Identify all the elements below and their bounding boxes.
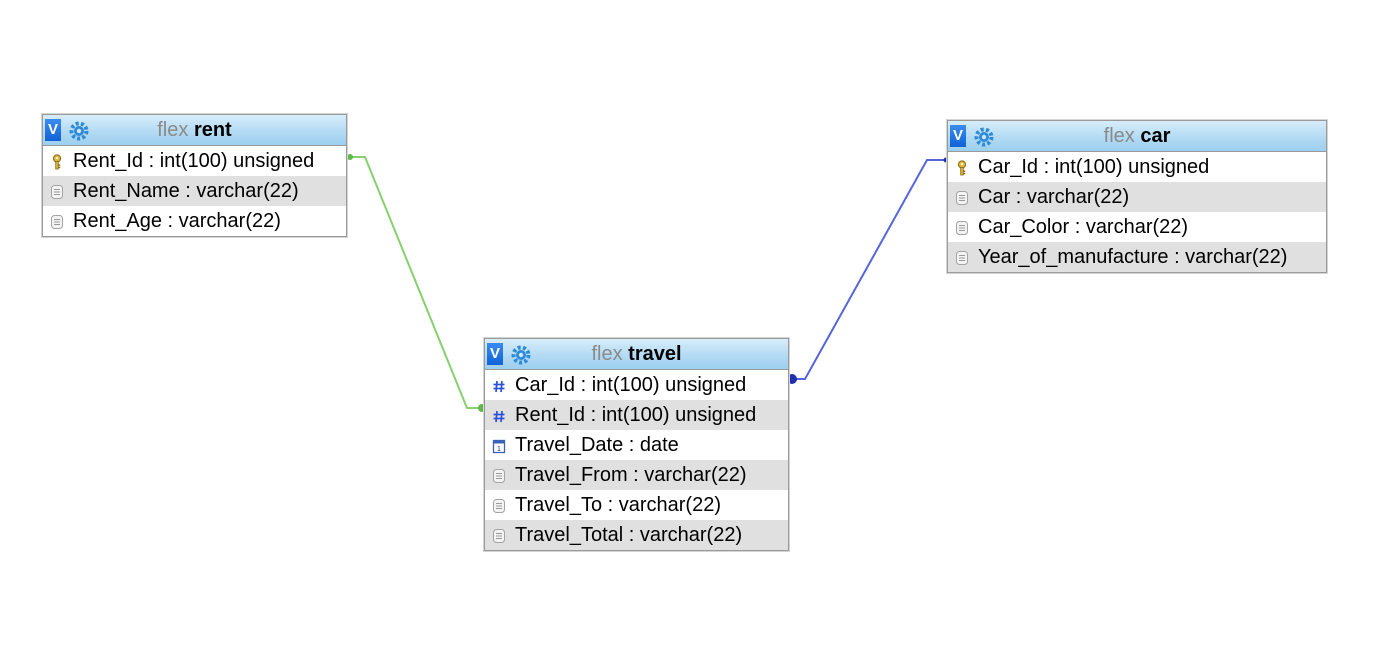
table-name: rent — [193, 119, 232, 141]
table-field-row[interactable]: Car_Id : int(100) unsigned — [485, 370, 788, 400]
table-field-row[interactable]: Rent_Age : varchar(22) — [43, 206, 346, 236]
table-field-row[interactable]: Travel_Total : varchar(22) — [485, 520, 788, 550]
relation-line-rent-travel[interactable] — [350, 156, 482, 409]
calendar-icon: 1 — [492, 438, 506, 454]
key-icon — [50, 154, 64, 170]
table-field-row[interactable]: Rent_Name : varchar(22) — [43, 176, 346, 206]
field-label: Travel_To : varchar(22) — [515, 494, 721, 516]
text-field-icon — [50, 214, 64, 230]
field-label: Rent_Id : int(100) unsigned — [515, 404, 757, 426]
field-label: Travel_From : varchar(22) — [515, 464, 747, 486]
table-name: car — [1140, 125, 1171, 147]
relation-line-car-travel[interactable] — [792, 159, 946, 380]
table-name: travel — [628, 343, 682, 365]
table-header[interactable]: V flex car — [948, 121, 1326, 152]
table-title[interactable]: flex rent — [43, 115, 346, 145]
field-label: Rent_Id : int(100) unsigned — [73, 150, 315, 172]
text-field-icon — [955, 220, 969, 236]
table-title[interactable]: flex travel — [485, 339, 788, 369]
database-name: flex — [591, 343, 623, 365]
text-field-icon — [492, 528, 506, 544]
text-field-icon — [955, 250, 969, 266]
table-field-row[interactable]: Year_of_manufacture : varchar(22) — [948, 242, 1326, 272]
table-field-row[interactable]: Travel_From : varchar(22) — [485, 460, 788, 490]
field-label: Car : varchar(22) — [978, 186, 1130, 208]
field-label: Car_Id : int(100) unsigned — [515, 374, 747, 396]
relation-rent-travel[interactable] — [347, 154, 486, 412]
table-travel[interactable]: V flex travel Car_Id : int(100) unsigned… — [484, 338, 789, 551]
table-field-row[interactable]: Travel_To : varchar(22) — [485, 490, 788, 520]
table-header[interactable]: V flex rent — [43, 115, 346, 146]
text-field-icon — [955, 190, 969, 206]
table-field-row[interactable]: Car_Id : int(100) unsigned — [948, 152, 1326, 182]
gear-icon[interactable] — [69, 121, 89, 141]
gear-icon[interactable] — [511, 345, 531, 365]
field-label: Car_Color : varchar(22) — [978, 216, 1189, 238]
table-field-row[interactable]: Rent_Id : int(100) unsigned — [43, 146, 346, 176]
relation-endpoint-travel-car-id — [787, 374, 797, 384]
field-label: Rent_Name : varchar(22) — [73, 180, 299, 202]
field-label: Year_of_manufacture : varchar(22) — [978, 246, 1288, 268]
table-title[interactable]: flex car — [948, 121, 1326, 151]
text-field-icon — [492, 498, 506, 514]
table-field-row[interactable]: 1 Travel_Date : date — [485, 430, 788, 460]
toggle-fields-button[interactable]: V — [45, 119, 61, 141]
database-name: flex — [1103, 125, 1135, 147]
relation-endpoint-rent — [347, 154, 353, 160]
field-label: Car_Id : int(100) unsigned — [978, 156, 1210, 178]
field-label: Rent_Age : varchar(22) — [73, 210, 281, 232]
svg-text:1: 1 — [497, 446, 501, 453]
text-field-icon — [492, 468, 506, 484]
toggle-fields-button[interactable]: V — [487, 343, 503, 365]
hash-icon — [492, 408, 506, 424]
table-header[interactable]: V flex travel — [485, 339, 788, 370]
relation-car-travel[interactable] — [787, 157, 949, 385]
table-field-row[interactable]: Rent_Id : int(100) unsigned — [485, 400, 788, 430]
hash-icon — [492, 378, 506, 394]
key-icon — [955, 160, 969, 176]
toggle-fields-button[interactable]: V — [950, 125, 966, 147]
gear-icon[interactable] — [974, 127, 994, 147]
table-field-row[interactable]: Car_Color : varchar(22) — [948, 212, 1326, 242]
field-label: Travel_Total : varchar(22) — [515, 524, 743, 546]
text-field-icon — [50, 184, 64, 200]
field-label: Travel_Date : date — [515, 434, 679, 456]
table-field-row[interactable]: Car : varchar(22) — [948, 182, 1326, 212]
database-name: flex — [157, 119, 189, 141]
